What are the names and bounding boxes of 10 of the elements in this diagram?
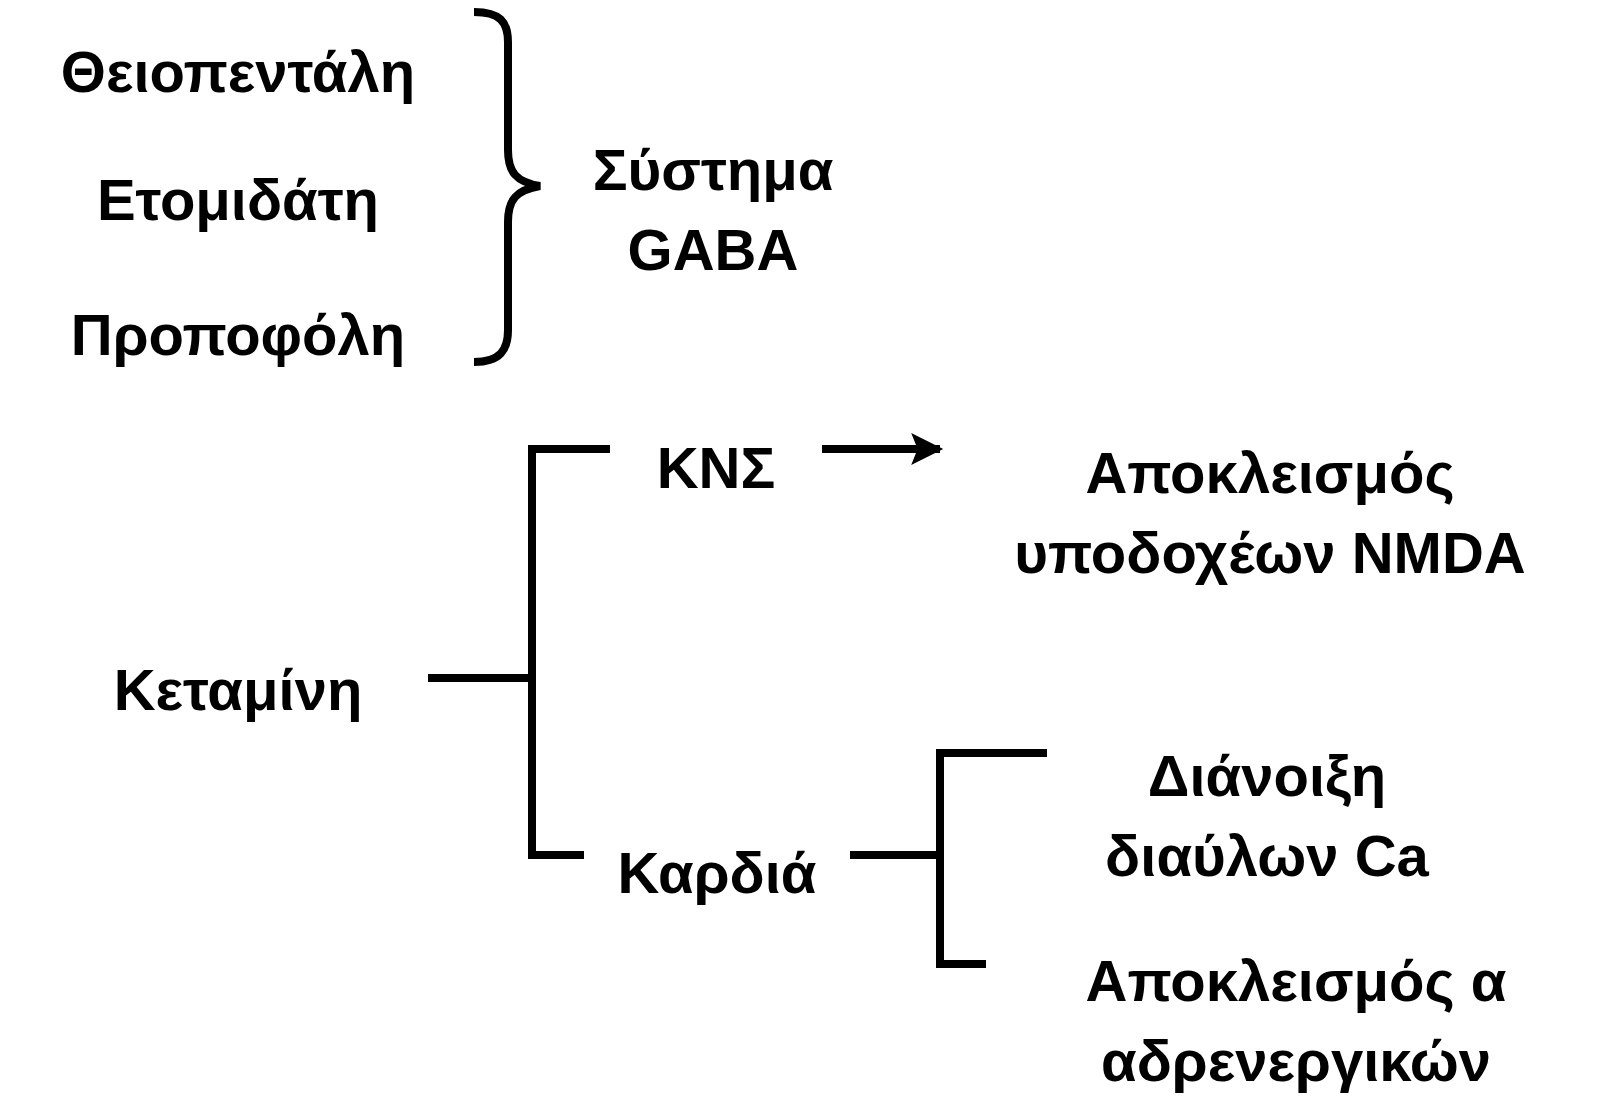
effect-label: Αποκλεισμός υποδοχέων NMDA bbox=[1013, 439, 1527, 587]
organ-label: ΚΝΣ bbox=[655, 434, 777, 502]
organ-label: Καρδιά bbox=[616, 839, 818, 907]
drug-name: Κεταμίνη bbox=[112, 656, 364, 724]
effect-label: Διάνοιξη διαύλων Ca bbox=[1104, 742, 1430, 890]
effect-label: Αποκλεισμός α αδρενεργικών bbox=[1084, 947, 1508, 1095]
target-label: Σύστημα GABA bbox=[591, 136, 835, 284]
drug-name: Προποφόλη bbox=[69, 301, 407, 369]
drug-name: Ετομιδάτη bbox=[95, 166, 381, 234]
drug-name: Θειοπεντάλη bbox=[59, 38, 417, 106]
